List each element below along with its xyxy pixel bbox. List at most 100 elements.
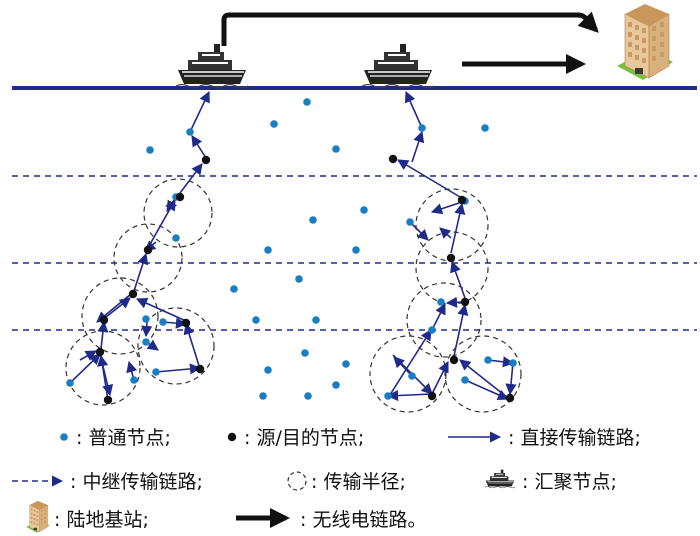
normal-node bbox=[159, 318, 167, 326]
relay-link bbox=[179, 163, 203, 194]
normal-node bbox=[142, 338, 150, 346]
normal-node bbox=[384, 392, 392, 400]
relay-link bbox=[397, 159, 461, 198]
normal-node bbox=[152, 368, 160, 376]
relay-link bbox=[97, 354, 109, 401]
direct-link bbox=[505, 362, 517, 396]
normal-node bbox=[301, 349, 309, 357]
endpoint-node bbox=[457, 195, 467, 205]
endpoint-nodes bbox=[95, 154, 515, 405]
endpoint-node bbox=[195, 364, 205, 374]
normal-node bbox=[142, 315, 150, 323]
endpoint-node bbox=[201, 155, 211, 165]
endpoint-node bbox=[449, 355, 459, 365]
direct-link bbox=[409, 221, 429, 241]
endpoint-node bbox=[427, 391, 437, 401]
depth-layer-lines bbox=[12, 175, 697, 331]
direct-link bbox=[155, 363, 202, 375]
legend-sink-label: : 汇聚节点; bbox=[522, 471, 617, 493]
radius-circle bbox=[137, 307, 215, 385]
normal-node bbox=[230, 285, 238, 293]
legend-relay-link-label: : 中继传输链路; bbox=[70, 471, 203, 493]
endpoint-node bbox=[143, 245, 153, 255]
direct-link bbox=[189, 90, 210, 133]
normal-node bbox=[484, 356, 492, 364]
legend-base-station-label: : 陆地基站; bbox=[54, 509, 149, 531]
direct-link bbox=[393, 356, 413, 377]
normal-node bbox=[342, 360, 350, 368]
legend-endpoint-node-symbol bbox=[227, 432, 237, 442]
transmission-radius-circles bbox=[65, 178, 522, 413]
normal-node bbox=[352, 246, 360, 254]
direct-link bbox=[141, 321, 153, 338]
normal-node bbox=[252, 316, 260, 324]
ship-icon bbox=[175, 43, 249, 89]
normal-node bbox=[304, 392, 312, 400]
endpoint-node bbox=[103, 395, 113, 405]
normal-node bbox=[259, 392, 267, 400]
ship-icon bbox=[484, 469, 516, 489]
legend-direct-link-label: : 直接传输链路; bbox=[508, 427, 641, 449]
radius-circle bbox=[415, 231, 489, 305]
relay-link bbox=[450, 202, 466, 254]
direct-link bbox=[431, 302, 446, 331]
legend-endpoint-node-label: : 源/目的节点; bbox=[244, 427, 364, 449]
direct-links bbox=[69, 90, 517, 402]
normal-node bbox=[312, 316, 320, 324]
normal-node bbox=[437, 298, 445, 306]
direct-link bbox=[79, 350, 97, 361]
relay-link bbox=[183, 322, 201, 370]
endpoint-node bbox=[181, 318, 191, 328]
normal-nodes bbox=[66, 98, 517, 400]
radius-circle bbox=[406, 282, 482, 358]
normal-node bbox=[509, 359, 517, 367]
normal-node bbox=[264, 246, 272, 254]
direct-link bbox=[404, 90, 423, 129]
endpoint-node bbox=[460, 297, 470, 307]
legend-normal-node-label: : 普通节点; bbox=[76, 427, 171, 449]
relay-link bbox=[97, 320, 109, 350]
relay-link bbox=[133, 252, 149, 292]
normal-node bbox=[408, 372, 416, 380]
relay-link bbox=[387, 329, 432, 399]
direct-link bbox=[445, 296, 463, 308]
normal-node bbox=[130, 376, 138, 384]
normal-node bbox=[186, 128, 194, 136]
relay-link bbox=[431, 360, 449, 395]
direct-link bbox=[146, 339, 159, 351]
endpoint-node bbox=[128, 289, 138, 299]
radius-circle bbox=[369, 335, 447, 413]
normal-node bbox=[428, 326, 436, 334]
normal-node bbox=[66, 379, 74, 387]
radius-circle bbox=[81, 277, 159, 355]
endpoint-node bbox=[95, 347, 105, 357]
normal-node bbox=[172, 234, 180, 242]
normal-node bbox=[264, 366, 272, 374]
direct-link bbox=[487, 356, 515, 368]
direct-link bbox=[464, 379, 510, 401]
normal-node bbox=[481, 124, 489, 132]
normal-node bbox=[461, 376, 469, 384]
direct-link bbox=[69, 353, 101, 384]
relay-link bbox=[191, 135, 207, 159]
relay-links-right bbox=[387, 159, 509, 399]
endpoint-node bbox=[388, 154, 398, 164]
relay-link bbox=[450, 260, 466, 299]
direct-link bbox=[411, 130, 425, 163]
radius-circle bbox=[444, 335, 522, 413]
radius-circle bbox=[113, 223, 183, 293]
legend-normal-node-symbol bbox=[60, 433, 68, 441]
radius-circle bbox=[143, 178, 213, 248]
legend: : 普通节点; : 源/目的节点; : 直接传输链路; : 中继传输链路; : … bbox=[12, 427, 641, 534]
direct-link bbox=[439, 227, 452, 239]
normal-node bbox=[309, 216, 317, 224]
building-icon bbox=[25, 500, 50, 534]
legend-radius-symbol bbox=[287, 471, 307, 491]
relay-link bbox=[148, 199, 176, 247]
relay-link bbox=[453, 303, 469, 357]
endpoint-node bbox=[505, 393, 515, 403]
normal-node bbox=[418, 124, 426, 132]
radio-link-upper bbox=[221, 11, 599, 46]
relay-link bbox=[105, 297, 131, 318]
